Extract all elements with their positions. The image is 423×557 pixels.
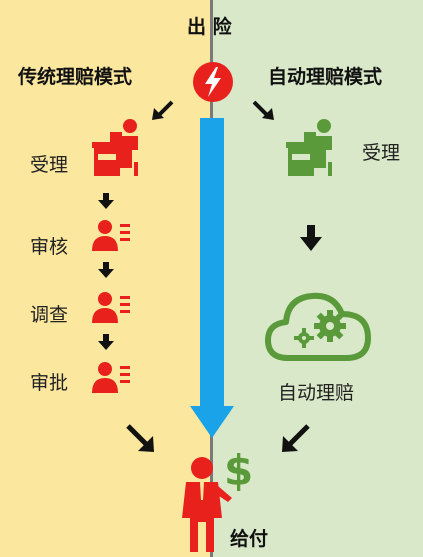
main-flow-arrow [190, 118, 234, 438]
arrow-down-icon [98, 334, 114, 350]
lightning-icon [193, 62, 233, 102]
person-list-icon [92, 362, 130, 393]
automatic-panel [212, 0, 423, 557]
arrow-to-payout-right-icon [282, 424, 310, 452]
person-list-icon [92, 220, 130, 251]
arrow-down-icon [98, 262, 114, 278]
arrow-to-payout-left-icon [126, 424, 154, 452]
dollar-icon: $ [224, 446, 254, 495]
arrow-to-left-icon [152, 100, 174, 120]
step-approve: 审批 [30, 372, 69, 394]
auto-claim-label: 自动理赔 [278, 382, 355, 404]
businessman-icon [182, 457, 232, 552]
incident-label: 出 险 [187, 16, 232, 38]
arrow-down-icon [300, 225, 322, 251]
traditional-title: 传统理赔模式 [18, 66, 133, 88]
traditional-panel [0, 0, 212, 557]
step-investigate: 调查 [30, 304, 69, 326]
person-list-icon [92, 292, 130, 323]
step-accept: 受理 [30, 154, 69, 176]
arrow-to-right-icon [252, 100, 274, 120]
payout-label: 给付 [230, 528, 269, 550]
desk-worker-icon-red [92, 119, 138, 176]
desk-worker-icon-green [286, 119, 332, 176]
auto-step-accept: 受理 [362, 142, 401, 164]
automatic-title: 自动理赔模式 [268, 66, 383, 88]
arrow-down-icon [98, 193, 114, 209]
step-review: 审核 [30, 236, 69, 258]
cloud-gear-icon [265, 292, 371, 361]
